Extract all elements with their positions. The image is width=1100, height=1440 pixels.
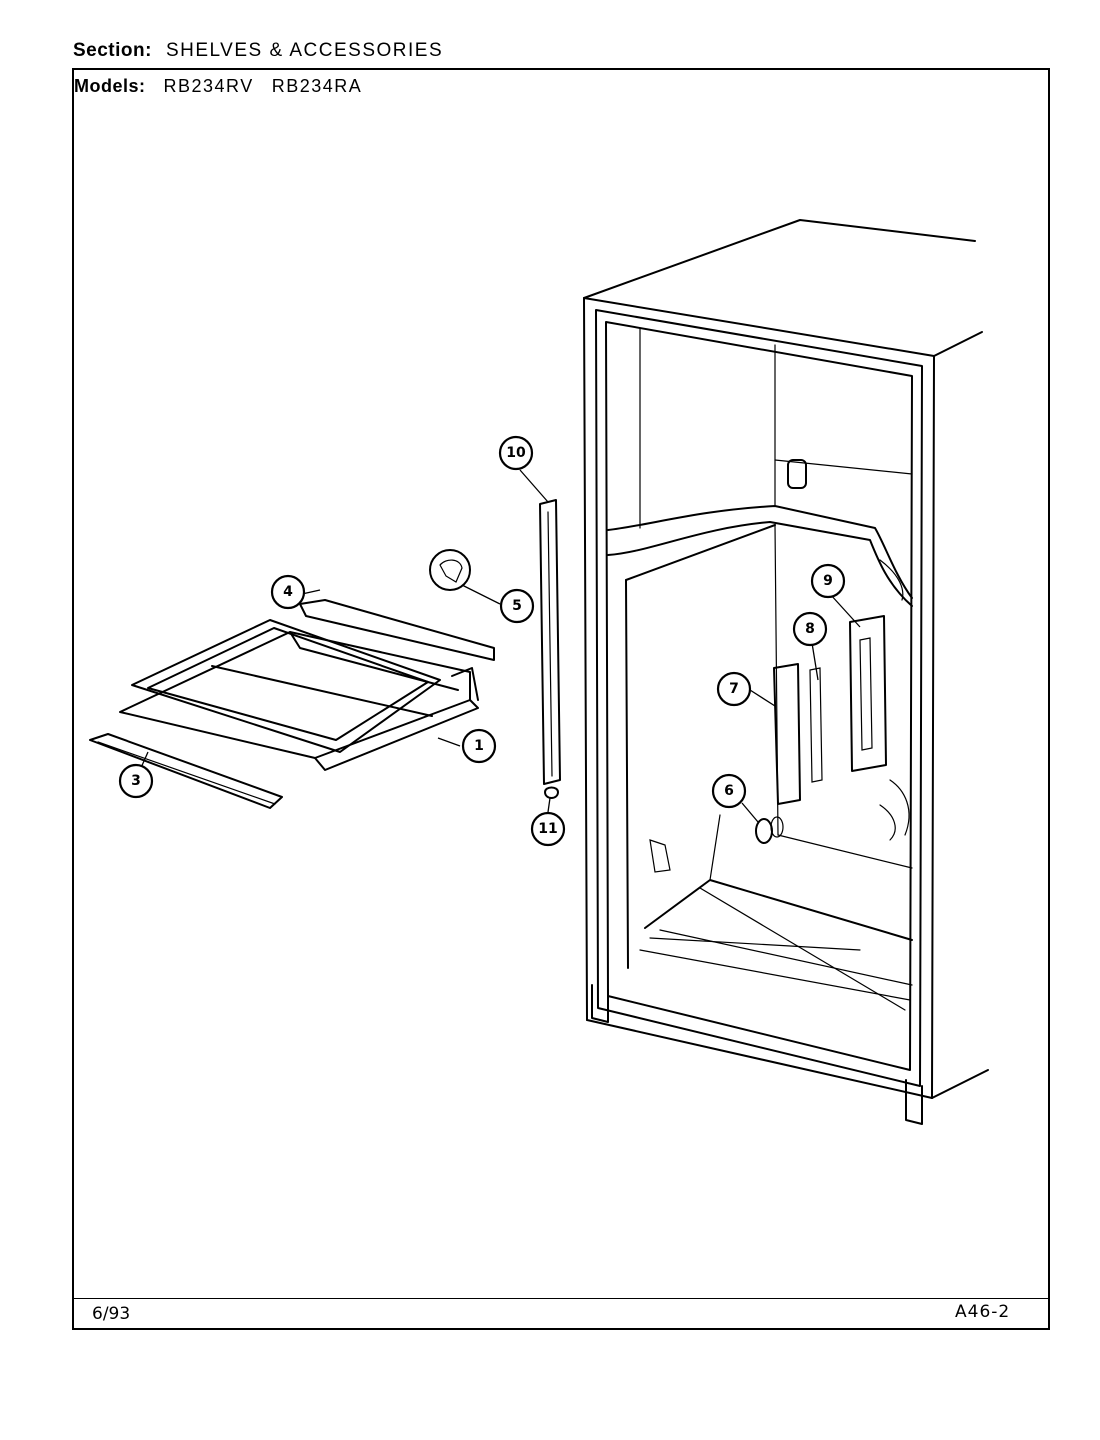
callout-number: 1 (474, 738, 484, 754)
callout-9: 9 (810, 563, 846, 599)
leader-lines (139, 469, 861, 823)
callout-number: 3 (131, 773, 141, 789)
callout-number: 5 (512, 598, 522, 614)
footer-divider (72, 1298, 1050, 1299)
model-number: RB234RV (163, 76, 254, 96)
callout-number: 11 (538, 821, 557, 837)
callout-number: 4 (283, 584, 293, 600)
callout-number: 6 (724, 783, 734, 799)
section-heading: Section: SHELVES & ACCESSORIES (73, 40, 443, 62)
page-code: A46-2 (955, 1302, 1011, 1322)
section-title: SHELVES & ACCESSORIES (165, 40, 444, 61)
callout-number: 9 (823, 573, 833, 589)
shelf-trim-strip (539, 499, 561, 799)
callout-number: 8 (805, 621, 815, 637)
models-label: Models: (74, 76, 146, 96)
section-label: Section: (73, 40, 152, 61)
revision-date: 6/93 (92, 1304, 131, 1324)
callout-number: 10 (506, 445, 526, 461)
diagram-frame (72, 68, 1050, 1330)
detail-magnifier (429, 549, 471, 591)
callout-10: 10 (498, 435, 534, 471)
callout-1: 1 (461, 728, 497, 764)
callout-8: 8 (792, 611, 828, 647)
callout-5: 5 (499, 588, 535, 624)
callout-4: 4 (270, 574, 306, 610)
callout-3: 3 (118, 763, 154, 799)
callout-7: 7 (716, 671, 752, 707)
shelf-assembly (89, 599, 495, 809)
refrigerator-cabinet (583, 219, 989, 1125)
models-heading: Models: RB234RV RB234RA (74, 76, 362, 97)
model-number: RB234RA (271, 76, 363, 96)
callout-11: 11 (530, 811, 566, 847)
callout-6: 6 (711, 773, 747, 809)
callout-number: 7 (729, 681, 739, 697)
